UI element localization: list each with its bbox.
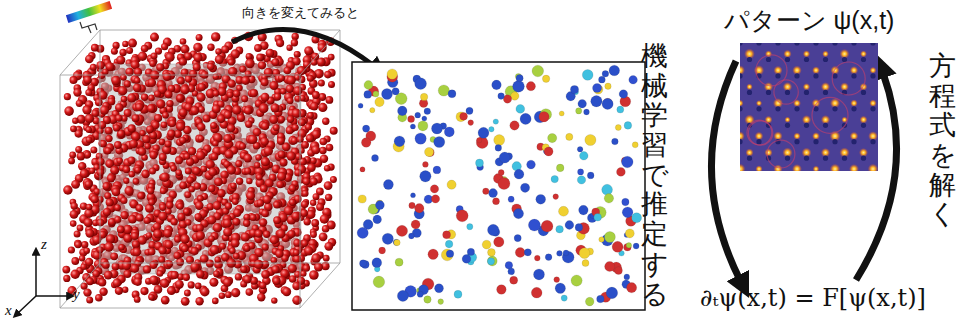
colorbar-icon	[66, 1, 112, 33]
equation-box: ∂ₜψ(x,t) = F[ψ(x,t)]	[700, 284, 926, 312]
annotation-text: 向きを変えてみると	[242, 4, 359, 22]
cube-edges	[60, 30, 340, 308]
axes	[18, 254, 68, 313]
rotate-arrow	[232, 29, 374, 66]
pattern-image	[740, 43, 878, 171]
pattern-panel: パターン ψ(x,t)	[724, 4, 895, 171]
edge-label: 機械学習で推定する	[641, 42, 668, 309]
axis-label: x	[5, 302, 12, 319]
slice-frame	[352, 62, 645, 310]
curved-arrow	[711, 61, 740, 280]
axis-label: z	[41, 236, 47, 253]
pattern-title: パターン ψ(x,t)	[724, 4, 895, 37]
cube-front	[62, 52, 320, 305]
slice-dots	[357, 65, 641, 306]
equation-text: ∂ₜψ(x,t) = F[ψ(x,t)]	[700, 284, 926, 312]
axis-label: y	[73, 286, 80, 303]
edge-label: 方程式を解く	[929, 52, 956, 230]
